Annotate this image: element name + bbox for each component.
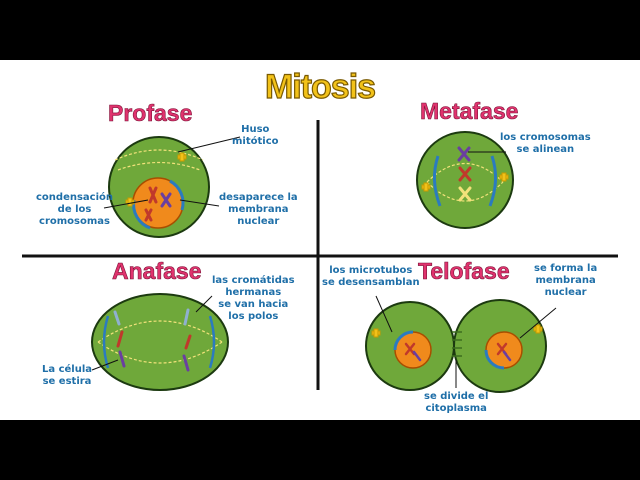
- pointer-cromatidas: [195, 295, 213, 313]
- label-cromatidas-hermanas: las cromátidas hermanas se van hacia los…: [212, 275, 295, 322]
- diagram-art: [22, 120, 618, 393]
- label-divide-citoplasma: se divide el citoplasma: [424, 391, 489, 414]
- pointer-huso: [177, 136, 241, 153]
- label-cromosomas-alinean: los cromosomas se alinean: [500, 132, 591, 155]
- label-celula-estira: La célula se estira: [42, 364, 93, 387]
- phase-title-profase: Profase: [108, 100, 193, 127]
- pointer-estira: [91, 359, 119, 371]
- pointer-condensacion: [103, 199, 149, 209]
- telofase-cell-left: [365, 301, 455, 391]
- centrosome-icon: [421, 172, 509, 192]
- metafase-cell: [416, 131, 514, 229]
- label-huso-mitotico: Huso mitótico: [232, 124, 279, 147]
- centrosome-icon: [371, 324, 543, 338]
- phase-title-metafase: Metafase: [420, 98, 519, 125]
- pointer-desaparece: [179, 199, 220, 207]
- label-condensacion: condensación de los cromosomas: [36, 192, 114, 227]
- phase-title-telofase: Telofase: [418, 258, 510, 285]
- phase-title-anafase: Anafase: [112, 258, 202, 285]
- telofase-cell-right: [453, 299, 547, 393]
- label-desaparece-membrana: desaparece la membrana nuclear: [219, 192, 298, 227]
- mitosis-diagram: Mitosis Profase Metafase Anafase Telofas…: [0, 60, 640, 420]
- label-forma-membrana: se forma la membrana nuclear: [534, 263, 598, 298]
- profase-cell: [108, 136, 210, 238]
- diagram-title: Mitosis: [264, 67, 376, 106]
- label-microtubos: los microtubos se desensamblan: [322, 265, 420, 288]
- cleavage-furrow: [452, 331, 462, 357]
- anafase-cell: [91, 293, 229, 391]
- centrosome-icon: [125, 152, 187, 207]
- pointer-microtubos: [375, 295, 393, 333]
- pointer-forma: [519, 307, 557, 339]
